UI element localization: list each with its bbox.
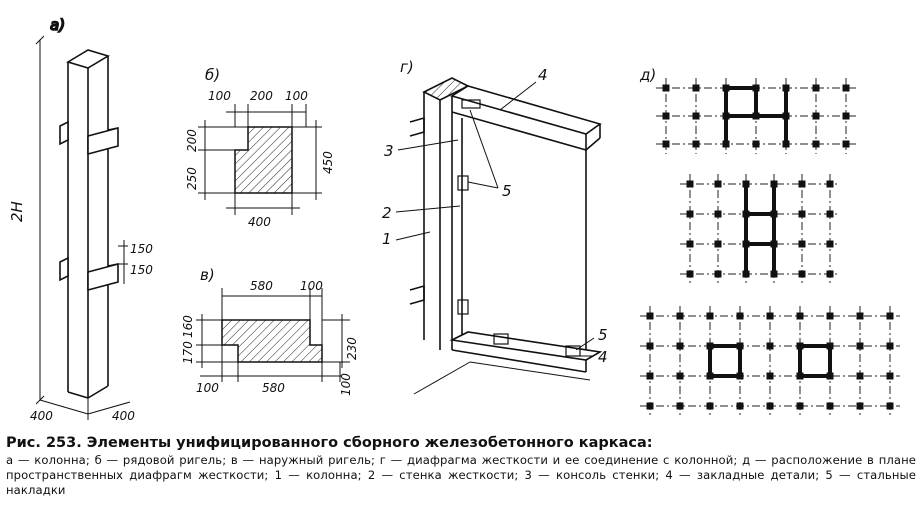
panel-v-dim-bottom-right: 100 xyxy=(339,373,353,396)
plan-grid-2 xyxy=(680,174,840,284)
panel-v-letter: в) xyxy=(200,266,215,284)
panel-b-dim-right: 450 xyxy=(321,151,335,174)
panel-b-letter: б) xyxy=(205,66,220,84)
panel-a-dim-bottom: 150 xyxy=(130,263,153,277)
panel-b-dim-top-1: 100 xyxy=(208,89,231,103)
panel-v-section xyxy=(196,288,350,382)
panel-g-diaphragm xyxy=(395,77,603,395)
panel-a-letter: а) xyxy=(50,16,65,34)
panel-g-callout-5-mid: 5 xyxy=(502,182,512,200)
panel-d-letter: д) xyxy=(639,66,656,84)
panel-g-callout-2: 2 xyxy=(382,204,392,222)
panel-a-dim-right: 400 xyxy=(112,409,135,423)
panel-g-callout-5-bottom: 5 xyxy=(598,326,608,344)
panel-b-dim-top-2: 200 xyxy=(250,89,273,103)
figure-drawing: а) 2H 400 400 150 150 xyxy=(8,15,900,423)
panel-g-callout-3: 3 xyxy=(384,142,394,160)
caption-title: Рис. 253. Элементы унифицированного сбор… xyxy=(6,435,653,451)
panel-g-callout-4-top: 4 xyxy=(538,66,548,84)
plan-grid-1 xyxy=(656,78,856,154)
panel-g-letter: г) xyxy=(400,58,414,76)
panel-b-dim-left-top: 200 xyxy=(185,129,199,152)
panel-v-dim-top-right: 100 xyxy=(300,279,323,293)
caption-body: а — колонна; б — рядовой ригель; в — нар… xyxy=(6,453,916,497)
panel-b-dim-top-3: 100 xyxy=(285,89,308,103)
panel-v-dim-bottom-mid: 580 xyxy=(262,381,285,395)
plan-grid-3 xyxy=(640,306,900,416)
panel-g-callout-4-bottom: 4 xyxy=(598,348,608,366)
panel-d-plan-grids xyxy=(640,78,900,416)
panel-a-height-label: 2H xyxy=(8,201,26,222)
panel-b-section xyxy=(198,104,322,215)
caption: Рис. 253. Элементы унифицированного сбор… xyxy=(6,436,916,498)
panel-a-dim-left: 400 xyxy=(30,409,53,423)
panel-v-dim-left-top: 160 xyxy=(181,315,195,338)
panel-b-dim-left-bottom: 250 xyxy=(185,167,199,190)
panel-v-dim-left-bottom: 170 xyxy=(181,341,195,364)
panel-g-callout-1: 1 xyxy=(382,230,392,248)
panel-v-dim-top-left: 580 xyxy=(250,279,273,293)
panel-v-dim-right: 230 xyxy=(345,337,359,360)
panel-b-dim-bottom: 400 xyxy=(248,215,271,229)
panel-a-column: а) xyxy=(35,15,131,420)
panel-a-dim-top: 150 xyxy=(130,242,153,256)
panel-v-dim-bottom-left: 100 xyxy=(196,381,219,395)
